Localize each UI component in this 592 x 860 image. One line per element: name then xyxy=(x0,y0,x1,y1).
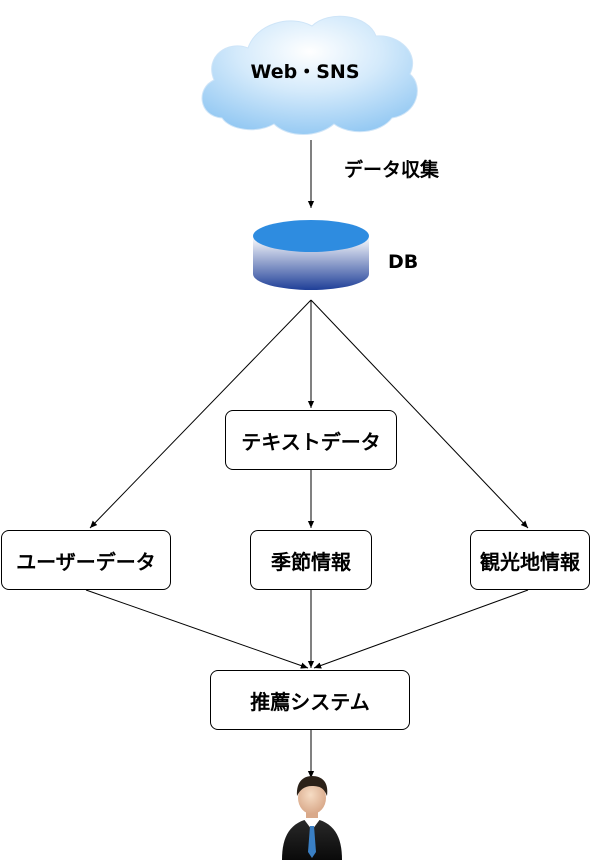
businessman-icon xyxy=(282,776,342,860)
edge-tourism-recommender xyxy=(313,589,529,669)
node-text-data[interactable]: テキストデータ xyxy=(225,410,397,470)
edge-userdata-recommender xyxy=(85,589,309,669)
edge-label-collect: データ収集 xyxy=(344,159,440,181)
edge-db-userdata xyxy=(89,299,312,529)
cloud-icon xyxy=(201,15,418,135)
node-user-data[interactable]: ユーザーデータ xyxy=(1,530,171,590)
database-label: DB xyxy=(388,251,419,273)
node-recommender[interactable]: 推薦システム xyxy=(210,670,410,730)
database-icon xyxy=(253,220,369,290)
source-label: Web・SNS xyxy=(250,60,360,83)
edge-db-tourism xyxy=(310,299,529,529)
node-tourism-info[interactable]: 観光地情報 xyxy=(470,530,590,590)
node-season-info[interactable]: 季節情報 xyxy=(250,530,372,590)
